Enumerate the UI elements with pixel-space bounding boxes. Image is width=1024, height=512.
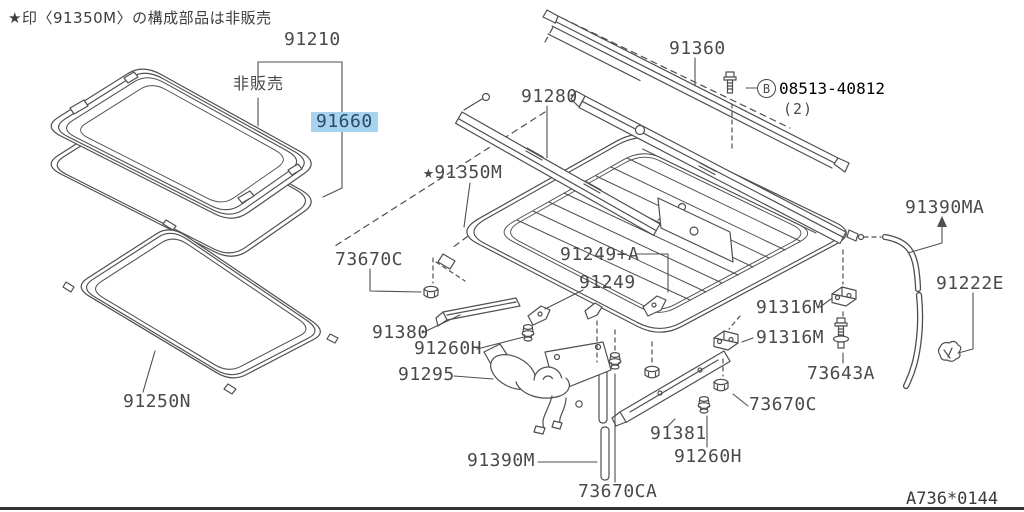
part-label-91295[interactable]: 91295 <box>398 364 455 385</box>
part-label-91660-highlighted[interactable]: 91660 <box>311 112 378 132</box>
part-label-91316M-upper[interactable]: 91316M <box>756 297 825 318</box>
part-label-91390MA[interactable]: 91390MA <box>905 197 985 218</box>
nut-73670C-right-icon <box>713 358 729 392</box>
part-label-91260H-lower[interactable]: 91260H <box>674 446 743 467</box>
nut-73670C-left-icon <box>423 257 466 299</box>
clip-91249-drawing <box>527 302 603 326</box>
clip-91316M-lower-icon <box>713 315 741 351</box>
bottom-rule <box>0 507 1024 510</box>
stud-73643A-icon <box>832 311 850 349</box>
part-label-73670C-left[interactable]: 73670C <box>335 249 404 270</box>
strip-91381-drawing <box>611 350 731 427</box>
clip-91316M-upper-icon <box>831 249 857 307</box>
not-for-sale-note: ★印〈91350M〉の構成部品は非販売 <box>8 9 272 27</box>
part-label-91210[interactable]: 91210 <box>284 29 341 50</box>
part-label-91260H-upper[interactable]: 91260H <box>414 338 483 359</box>
part-label-91250N[interactable]: 91250N <box>123 391 192 412</box>
clip-91249A-drawing <box>642 295 667 317</box>
clip-91222E-icon <box>937 340 962 362</box>
part-label-91380[interactable]: 91380 <box>372 322 429 343</box>
bolt-part-number: 08513-40812 <box>779 79 885 98</box>
drip-rail-drawing <box>542 9 850 173</box>
part-label-73643A[interactable]: 73643A <box>807 363 876 384</box>
bracket-91380-drawing <box>435 297 521 327</box>
drain-tube-right-drawing <box>846 229 924 390</box>
diagram-code: A736*0144 <box>906 489 999 509</box>
drain-tube-front-drawing <box>598 365 610 481</box>
guide-rail-drawing <box>570 90 847 263</box>
part-label-91390M[interactable]: 91390M <box>467 450 536 471</box>
part-label-73670CA[interactable]: 73670CA <box>578 481 658 502</box>
motor-drawing <box>483 341 612 435</box>
circled-b-icon: B <box>757 79 776 98</box>
sunshade-drawing <box>62 219 339 395</box>
leader-lines <box>142 57 974 483</box>
part-label-91381[interactable]: 91381 <box>650 423 707 444</box>
sunroof-frame-drawing <box>437 133 847 333</box>
part-label-91249[interactable]: 91249 <box>579 272 636 293</box>
nut-extra-icon <box>644 341 660 379</box>
part-label-91316M-lower[interactable]: 91316M <box>756 327 825 348</box>
part-label-91280[interactable]: 91280 <box>521 86 578 107</box>
plug-73670CA-icon <box>608 329 622 370</box>
part-label-91360[interactable]: 91360 <box>669 38 726 59</box>
part-label-08513-40812[interactable]: B 08513-40812 <box>757 79 885 98</box>
not-for-sale-tag: 非販売 <box>233 74 285 93</box>
part-label-91249A[interactable]: 91249+A <box>560 244 640 265</box>
grommet-91260H-lower-icon <box>697 396 711 414</box>
grommet-91260H-upper-icon <box>521 324 535 342</box>
glass-lid-drawing <box>50 68 312 219</box>
part-label-73670C-right[interactable]: 73670C <box>749 394 818 415</box>
part-label-91350M[interactable]: ★91350M <box>423 162 503 183</box>
bolt-quantity: (2) <box>783 100 814 118</box>
part-label-91222E[interactable]: 91222E <box>936 273 1005 294</box>
